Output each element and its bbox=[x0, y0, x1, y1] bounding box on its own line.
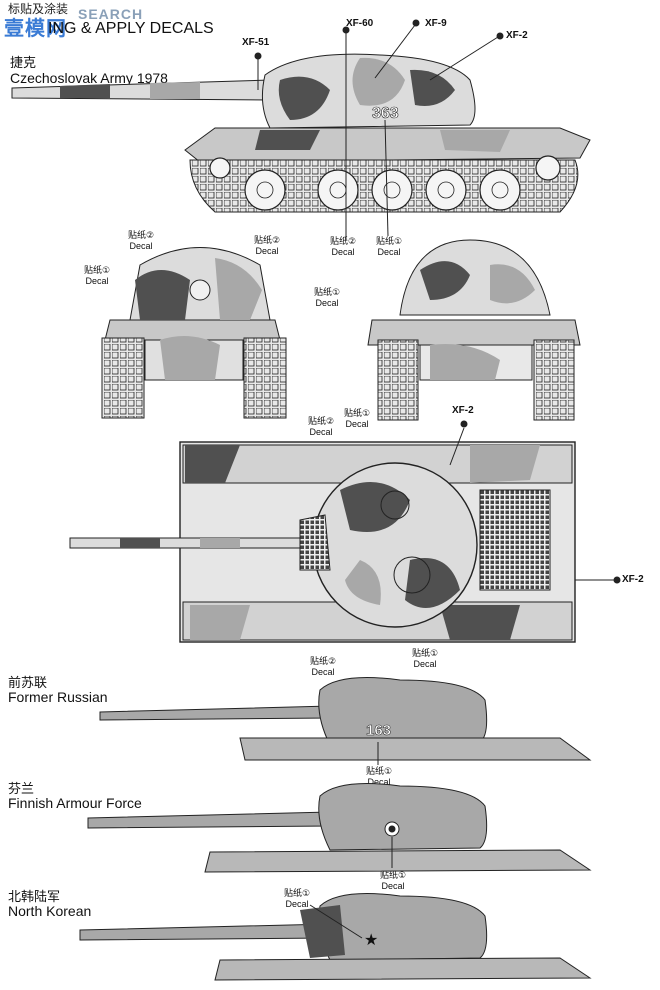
decal-id: 贴纸② bbox=[310, 656, 337, 666]
decal-word: Decal bbox=[311, 667, 335, 677]
page-title: ING & APPLY DECALS bbox=[48, 20, 214, 37]
decal-id: 贴纸① bbox=[284, 888, 311, 898]
decal-word: Decal bbox=[285, 899, 309, 909]
search-label: SEARCH bbox=[78, 6, 144, 22]
decal-word: Decal bbox=[331, 247, 355, 257]
star-icon: ★ bbox=[364, 930, 378, 949]
czech-side-view: 363 bbox=[11, 19, 591, 240]
rear-view bbox=[367, 239, 581, 421]
section-russian-cn: 前苏联 bbox=[8, 675, 48, 690]
russian-turret-number: 163 bbox=[366, 722, 391, 739]
decal-word: Decal bbox=[309, 427, 333, 437]
decal-id: 贴纸① bbox=[380, 870, 407, 880]
header-cn: 标贴及涂装 bbox=[8, 2, 69, 16]
section-korean-cn: 北韩陆军 bbox=[8, 889, 61, 904]
russian-side-view: 163 bbox=[99, 677, 592, 765]
decal-id: 贴纸② bbox=[254, 235, 281, 245]
decal-id: 贴纸② bbox=[128, 230, 155, 240]
decal-callout-russian-1: 贴纸① Decal bbox=[366, 766, 392, 788]
decal-word: Decal bbox=[381, 881, 405, 891]
section-finnish-en: Finnish Armour Force bbox=[8, 795, 142, 811]
decal-id: 贴纸① bbox=[314, 287, 341, 297]
decal-callout-front-1b: 贴纸① Decal bbox=[314, 287, 340, 309]
decal-word: Decal bbox=[345, 419, 369, 429]
finnish-side-view bbox=[87, 783, 592, 873]
paint-callout-xf60: XF-60 bbox=[346, 18, 374, 29]
plan-view bbox=[69, 420, 621, 643]
decal-word: Decal bbox=[367, 777, 391, 787]
section-czech-en: Czechoslovak Army 1978 bbox=[10, 70, 168, 86]
czech-turret-number: 363 bbox=[372, 105, 399, 122]
decal-callout-plan-2: 贴纸② Decal bbox=[308, 416, 334, 438]
korean-side-view: ★ bbox=[79, 893, 592, 981]
decal-word: Decal bbox=[129, 241, 153, 251]
decal-callout-side-1: 贴纸① Decal bbox=[376, 236, 402, 258]
site-logo: 壹模网 bbox=[4, 18, 67, 40]
decal-callout-plan-2b: 贴纸② Decal bbox=[310, 656, 336, 678]
decal-id: 贴纸② bbox=[308, 416, 335, 426]
section-russian-en: Former Russian bbox=[8, 689, 108, 705]
decal-word: Decal bbox=[377, 247, 401, 257]
decal-callout-front-1: 贴纸① Decal bbox=[84, 265, 110, 287]
decal-word: Decal bbox=[315, 298, 339, 308]
paint-callout-xf2-top: XF-2 bbox=[506, 30, 528, 41]
decal-word: Decal bbox=[85, 276, 109, 286]
decal-word: Decal bbox=[413, 659, 437, 669]
decal-callout-plan-1: 贴纸① Decal bbox=[344, 408, 370, 430]
front-view bbox=[101, 247, 287, 419]
decal-callout-finnish-1: 贴纸① Decal bbox=[380, 870, 406, 892]
section-korean-en: North Korean bbox=[8, 903, 92, 919]
decal-id: 贴纸① bbox=[412, 648, 439, 658]
paint-callout-xf51: XF-51 bbox=[242, 37, 270, 48]
section-finnish-cn: 芬兰 bbox=[8, 781, 35, 796]
decal-id: 贴纸① bbox=[84, 265, 111, 275]
decal-id: 贴纸② bbox=[330, 236, 357, 246]
decal-callout-front-2b: 贴纸② Decal bbox=[254, 235, 280, 257]
decal-callout-side-2: 贴纸② Decal bbox=[330, 236, 356, 258]
paint-callout-xf2-side: XF-2 bbox=[622, 574, 644, 585]
paint-callout-xf9: XF-9 bbox=[425, 18, 447, 29]
section-czech-cn: 捷克 bbox=[10, 55, 37, 70]
paint-callout-xf2-plan: XF-2 bbox=[452, 405, 474, 416]
decal-id: 贴纸① bbox=[366, 766, 393, 776]
decal-word: Decal bbox=[255, 246, 279, 256]
decal-id: 贴纸① bbox=[344, 408, 371, 418]
decal-callout-front-2: 贴纸② Decal bbox=[128, 230, 154, 252]
decal-callout-korean-1: 贴纸① Decal bbox=[284, 888, 310, 910]
decal-callout-plan-1b: 贴纸① Decal bbox=[412, 648, 438, 670]
decal-id: 贴纸① bbox=[376, 236, 403, 246]
